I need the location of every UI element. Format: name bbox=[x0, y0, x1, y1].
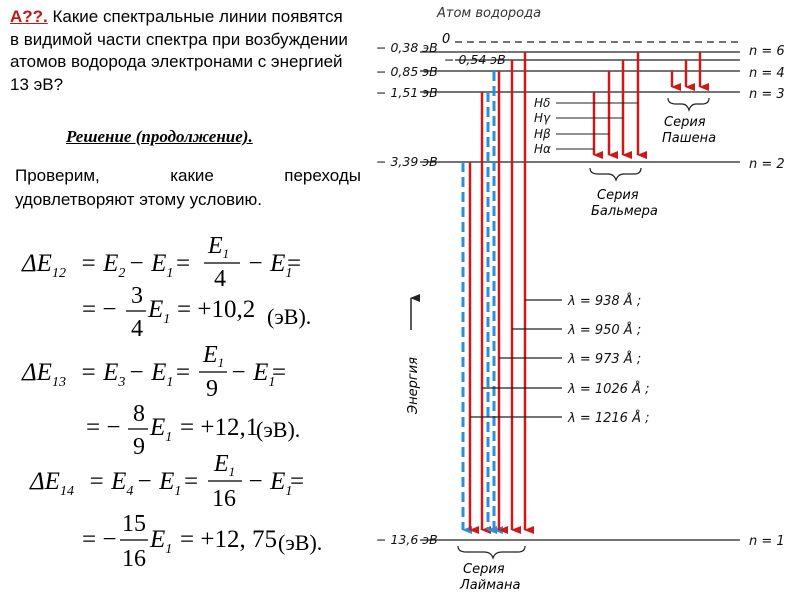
svg-text:=: = bbox=[184, 468, 198, 495]
n-label: n = 1 bbox=[749, 534, 785, 549]
svg-text:16: 16 bbox=[212, 486, 236, 512]
svg-text:ΔE14: ΔE14 bbox=[29, 468, 74, 499]
wavelength-label: λ = 1026 Å ; bbox=[567, 381, 649, 397]
balmer-callout-lines bbox=[556, 102, 638, 150]
lyman-label-2: Лаймана bbox=[459, 578, 520, 593]
svg-text:=: = bbox=[272, 359, 286, 386]
svg-text:=: = bbox=[290, 468, 304, 495]
check-line-2: удовлетворяют этому условию. bbox=[15, 190, 263, 209]
svg-text:=: = bbox=[176, 359, 190, 386]
svg-text:− E1: − E1 bbox=[128, 359, 173, 390]
svg-text:= E2: = E2 bbox=[80, 250, 125, 281]
svg-text:ΔE13: ΔE13 bbox=[21, 359, 66, 390]
svg-text:− E1: − E1 bbox=[230, 359, 275, 390]
svg-text:(эВ).: (эВ). bbox=[267, 304, 311, 329]
svg-text:E1: E1 bbox=[147, 296, 170, 327]
wavelength-label: λ = 938 Å ; bbox=[567, 293, 641, 309]
svg-text:− E1: − E1 bbox=[247, 250, 292, 281]
svg-text:9: 9 bbox=[206, 376, 218, 402]
wavelength-label: λ = 1216 Å ; bbox=[567, 410, 649, 426]
diagram-title: Атом водорода bbox=[436, 6, 541, 21]
balmer-line-label: Hγ bbox=[534, 111, 551, 125]
svg-text:(эВ).: (эВ). bbox=[278, 530, 322, 555]
balmer-series-arrows bbox=[592, 52, 647, 159]
svg-text:− E1: − E1 bbox=[128, 250, 173, 281]
svg-text:15: 15 bbox=[122, 511, 146, 537]
balmer-line-label: Hδ bbox=[534, 96, 550, 110]
lyman-series-arrows bbox=[461, 52, 534, 534]
svg-text:4: 4 bbox=[214, 266, 226, 292]
svg-text:=: = bbox=[287, 250, 301, 277]
formulas: ΔE12 = E2 − E1 = E1 4 − E1 = = − 3 4 E1 … bbox=[21, 233, 322, 572]
paschen-label-1: Серия bbox=[664, 115, 706, 130]
problem-text: Какие спектральные линии появятся в види… bbox=[10, 7, 348, 94]
level-energy-label: − 1,51 эВ bbox=[376, 85, 438, 100]
n-label: n = 3 bbox=[749, 87, 785, 102]
svg-text:ΔE12: ΔE12 bbox=[21, 250, 66, 281]
solution-heading: Решение (продолжение). bbox=[66, 127, 253, 146]
svg-text:= +10,2: = +10,2 bbox=[177, 296, 255, 323]
wavelength-labels: λ = 938 Å ; λ = 950 Å ; λ = 973 Å ; λ = … bbox=[567, 293, 649, 426]
wavelength-label: λ = 973 Å ; bbox=[567, 351, 641, 367]
svg-text:E1: E1 bbox=[149, 526, 172, 557]
quantum-number-labels: n = 6 n = 4 n = 3 n = 2 n = 1 bbox=[749, 44, 785, 549]
formula-delta-e13: ΔE13 = E3 − E1 = E1 9 − E1 = = − 8 9 E1 … bbox=[21, 342, 300, 460]
svg-text:=: = bbox=[176, 250, 190, 277]
formula-delta-e12: ΔE12 = E2 − E1 = E1 4 − E1 = = − 3 4 E1 … bbox=[21, 233, 311, 342]
svg-text:E1: E1 bbox=[213, 451, 235, 479]
svg-text:4: 4 bbox=[131, 316, 143, 342]
svg-text:16: 16 bbox=[122, 546, 146, 572]
svg-text:E1: E1 bbox=[202, 342, 224, 370]
n-label: n = 6 bbox=[749, 44, 785, 59]
svg-text:= −: = − bbox=[86, 414, 120, 441]
svg-text:9: 9 bbox=[133, 434, 145, 460]
n-label: n = 2 bbox=[749, 157, 785, 172]
svg-text:E1: E1 bbox=[207, 233, 229, 261]
level-energy-labels: − 0,38 эВ − 0,54 эВ − 0,85 эВ − 1,51 эВ … bbox=[376, 40, 506, 547]
svg-text:3: 3 bbox=[131, 283, 143, 309]
level-energy-label: − 0,85 эВ bbox=[376, 64, 438, 79]
paschen-brace bbox=[667, 97, 710, 112]
svg-text:8: 8 bbox=[133, 401, 145, 427]
svg-text:= E4: = E4 bbox=[88, 468, 133, 499]
level-energy-label: − 13,6 эВ bbox=[376, 532, 438, 547]
wavelength-callout-lines bbox=[470, 299, 562, 418]
svg-text:= −: = − bbox=[82, 526, 116, 553]
balmer-line-label: Hβ bbox=[534, 127, 551, 141]
problem-tag: А??. bbox=[10, 7, 48, 26]
n-label: n = 4 bbox=[749, 66, 785, 81]
svg-text:= E3: = E3 bbox=[80, 359, 125, 390]
svg-text:(эВ).: (эВ). bbox=[256, 417, 300, 442]
check-paragraph: Проверим, какие переходы удовлетворяют э… bbox=[15, 164, 361, 212]
svg-text:= +12,1: = +12,1 bbox=[180, 414, 258, 441]
lyman-brace bbox=[457, 545, 526, 560]
balmer-label-2: Бальмера bbox=[591, 204, 658, 219]
energy-axis-label: Энергия bbox=[406, 357, 421, 415]
paschen-label-2: Пашена bbox=[662, 131, 716, 146]
energy-level-diagram: Атом водорода 0 − 0,38 эВ − 0,54 эВ − 0,… bbox=[376, 6, 785, 593]
check-line-1: Проверим, какие переходы bbox=[15, 166, 361, 185]
level-energy-label: − 0,38 эВ bbox=[376, 40, 438, 55]
svg-text:= +12, 75: = +12, 75 bbox=[180, 526, 277, 553]
problem-statement: А??. Какие спектральные линии появятся в… bbox=[10, 6, 352, 96]
wavelength-label: λ = 950 Å ; bbox=[567, 322, 641, 338]
balmer-brace bbox=[589, 167, 642, 182]
level-energy-label: − 3,39 эВ bbox=[376, 154, 438, 169]
formula-delta-e14: ΔE14 = E4 − E1 = E1 16 − E1 = = − 15 16 … bbox=[29, 451, 322, 572]
balmer-line-labels: Hδ Hγ Hβ Hα bbox=[534, 96, 551, 156]
svg-text:− E1: − E1 bbox=[247, 468, 292, 499]
lyman-label-1: Серия bbox=[463, 562, 505, 577]
zero-label: 0 bbox=[442, 32, 450, 47]
balmer-line-label: Hα bbox=[534, 142, 551, 156]
svg-text:− E1: − E1 bbox=[136, 468, 181, 499]
balmer-label-1: Серия bbox=[597, 188, 639, 203]
svg-text:E1: E1 bbox=[149, 414, 172, 445]
svg-text:= −: = − bbox=[82, 296, 116, 323]
level-energy-label: − 0,54 эВ bbox=[444, 52, 506, 67]
paschen-series-arrows bbox=[670, 52, 709, 91]
